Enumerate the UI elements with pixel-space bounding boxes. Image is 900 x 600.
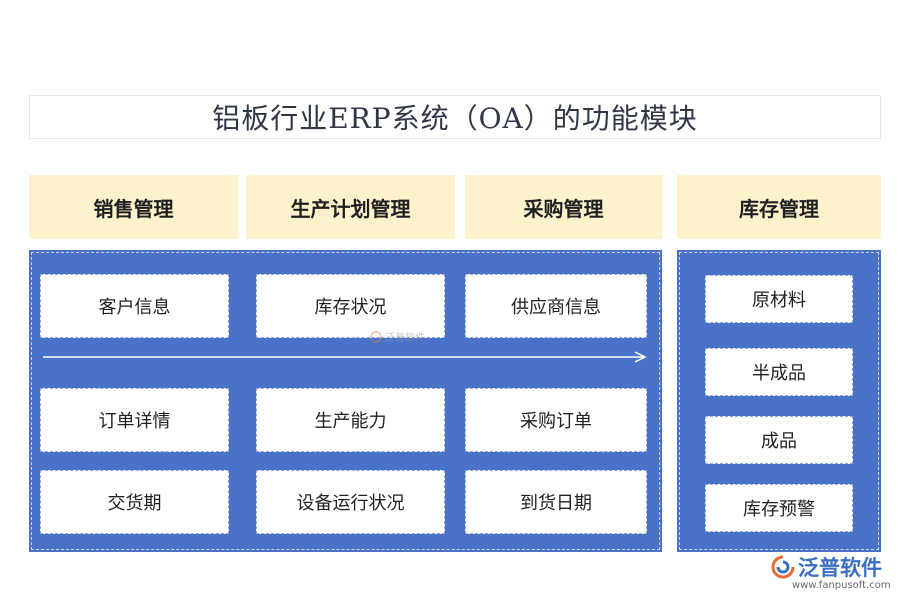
header-sales: 销售管理 — [29, 175, 238, 239]
flow-arrow — [43, 351, 647, 363]
header-purchase: 采购管理 — [465, 175, 662, 239]
card-finished-product: 成品 — [705, 416, 853, 464]
card-arrival-date: 到货日期 — [465, 470, 647, 534]
watermark-center: 泛普软件 — [370, 329, 425, 344]
card-customer-info: 客户信息 — [40, 274, 229, 338]
card-semi-finished: 半成品 — [705, 348, 853, 396]
brand-swirl-icon — [771, 555, 795, 579]
header-production: 生产计划管理 — [246, 175, 455, 239]
card-raw-material: 原材料 — [705, 275, 853, 323]
card-order-details: 订单详情 — [40, 388, 229, 452]
brand-name: 泛普软件 — [798, 556, 882, 580]
card-production-capacity: 生产能力 — [256, 388, 445, 452]
diagram-title: 铝板行业ERP系统（OA）的功能模块 — [212, 102, 698, 135]
card-inventory-status: 库存状况 — [256, 274, 445, 338]
card-delivery-date: 交货期 — [40, 470, 229, 534]
brand-url: www.fanpusoft.com — [792, 580, 891, 591]
diagram-title-bar: 铝板行业ERP系统（OA）的功能模块 — [29, 95, 881, 139]
card-inventory-warning: 库存预警 — [705, 484, 853, 532]
brand-logo: 泛普软件 www.fanpusoft.com — [770, 552, 896, 596]
card-purchase-order: 采购订单 — [465, 388, 647, 452]
card-equipment-status: 设备运行状况 — [256, 470, 445, 534]
card-supplier-info: 供应商信息 — [465, 274, 647, 338]
watermark-text: 泛普软件 — [385, 333, 425, 344]
watermark-logo-icon — [370, 330, 382, 343]
header-inventory: 库存管理 — [677, 175, 881, 239]
